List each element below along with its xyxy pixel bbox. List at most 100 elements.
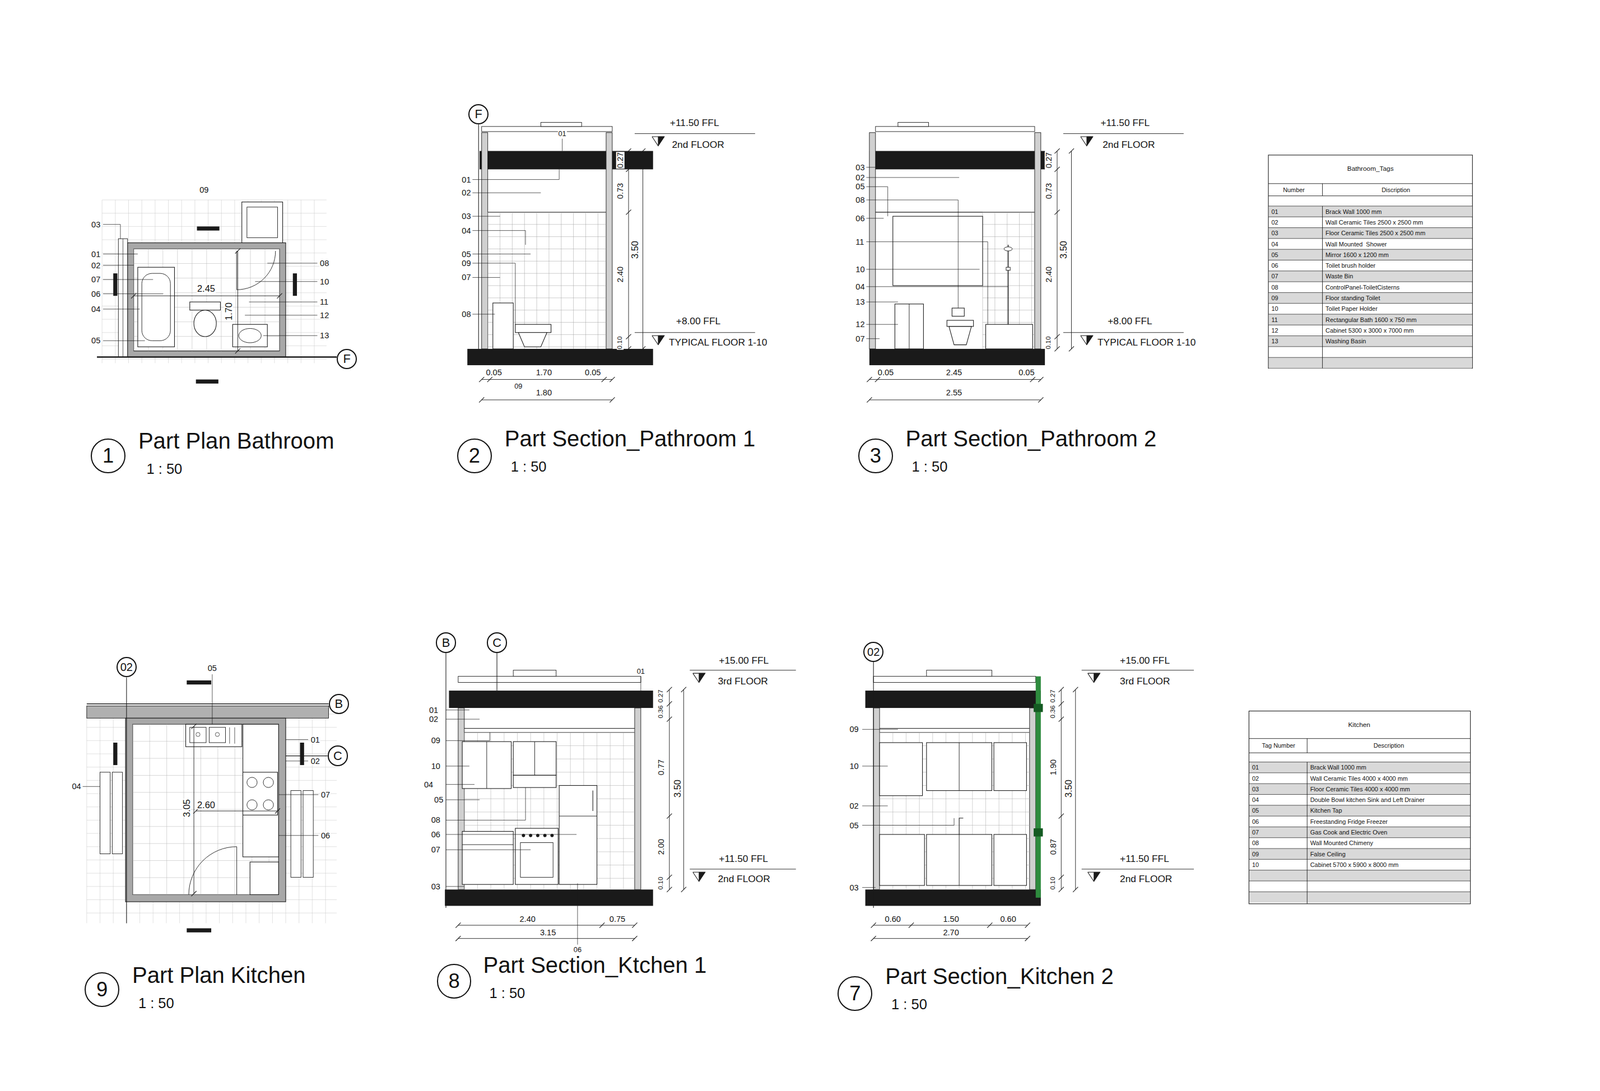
table-cell: Kitchen [1347, 722, 1370, 729]
tile-grid [487, 261, 607, 262]
leader-line [103, 308, 141, 310]
level-line [634, 332, 756, 333]
dimension-line [869, 399, 1041, 400]
tile-grid [610, 732, 611, 890]
scale-label: 1 : 50 [510, 459, 548, 475]
dimension-tick [625, 148, 631, 154]
floor-slab [479, 151, 654, 170]
drain [196, 732, 200, 737]
grid-line [126, 677, 127, 924]
room-floor [133, 248, 280, 351]
wall [869, 132, 876, 350]
leader-line [263, 335, 318, 337]
table-cell: Wall Mounted Chimeny [1310, 840, 1374, 847]
floor-slab [444, 889, 654, 906]
annotation-label: 3rd FLOOR [1119, 676, 1171, 687]
view-title: Part Section_Kitchen 2 [884, 965, 1115, 988]
tile-grid [133, 248, 280, 250]
upper-cabinet [993, 742, 1027, 792]
table-rule [1248, 794, 1471, 795]
sink-bowl [208, 727, 226, 743]
annotation-label: +15.00 FFL [718, 656, 770, 667]
annotation-label: 05 [854, 182, 865, 192]
toilet-bowl [193, 310, 217, 337]
tile-grid [982, 261, 1035, 262]
annotation-label: 2nd FLOOR [1101, 140, 1156, 150]
table-rule [1268, 238, 1473, 239]
shower [1007, 244, 1009, 325]
annotation-label: 03 [430, 882, 441, 892]
leader-line [862, 887, 876, 888]
annotation-label: 2.70 [942, 928, 960, 937]
annotation-label: 09 [848, 725, 859, 734]
wall [1029, 708, 1036, 890]
tile-grid [132, 860, 279, 862]
view-title: Part Plan Bathroom [137, 429, 336, 453]
level-line [1081, 670, 1194, 671]
dimension-tick [631, 922, 637, 928]
tile-grid [86, 714, 87, 924]
annotation-label: +15.00 FFL [1119, 656, 1171, 667]
view-title: Part Plan Kitchen [131, 964, 307, 987]
grid-bubble: B [328, 694, 350, 715]
hob [243, 772, 278, 816]
table-rule [1268, 292, 1473, 293]
dimension-tick [131, 293, 137, 299]
table-rule [1268, 270, 1473, 272]
floor-slab [448, 690, 653, 709]
annotation-label: 07 [430, 845, 441, 855]
table-cell: False Ceiling [1310, 850, 1346, 858]
tile-grid [879, 798, 1030, 800]
table-cell: 07 [1252, 829, 1259, 836]
table-rule [1268, 346, 1473, 347]
table-cell: Mirror 1600 x 1200 mm [1325, 251, 1389, 258]
dimension-line [133, 295, 280, 297]
table-cell: 06 [1271, 262, 1279, 269]
wall [127, 242, 286, 357]
view-title: Part Section_Ktchen 1 [482, 954, 708, 977]
counter [243, 724, 279, 858]
dimension-text: 1.90 [1048, 759, 1058, 776]
dimension-text: 0.73 [616, 182, 625, 199]
annotation-label: 0.05 [877, 368, 895, 378]
leader-line [103, 279, 153, 281]
false-ceiling [879, 732, 1030, 733]
wall [873, 708, 880, 890]
annotation-label: 10 [854, 265, 865, 274]
dimension-line [196, 811, 278, 812]
annotation-label: 13 [319, 331, 330, 341]
tile-grid [982, 224, 1035, 225]
table-cell: Gas Cook and Electric Oven [1310, 829, 1388, 836]
node-label: B [334, 698, 343, 711]
table-rule [1248, 848, 1471, 850]
grid-bubble: B [435, 632, 457, 653]
table-cell: 04 [1252, 797, 1259, 804]
control-panel [951, 308, 965, 317]
table-cell: Floor standing Toilet [1325, 295, 1380, 302]
table-cell: 03 [1252, 785, 1259, 793]
leader-line [445, 719, 480, 720]
dimension-line [869, 379, 1041, 380]
table-rule [1268, 335, 1473, 337]
tile-grid [101, 239, 327, 241]
dimension-tick [455, 936, 461, 942]
dimension-tick [455, 922, 461, 928]
dimension-line [1071, 151, 1072, 350]
dimension-text: 2.00 [657, 838, 666, 856]
dimension-tick [1054, 166, 1060, 172]
dimension-text: 0.10 [617, 335, 625, 350]
leader-line [278, 835, 319, 836]
roof-fixture [540, 122, 582, 127]
burner [263, 800, 274, 811]
dimension-tick [640, 148, 646, 154]
base-cabinet [462, 844, 514, 846]
table-row [1249, 783, 1470, 795]
dimension-text: 0.36 [657, 705, 665, 720]
node-label: 8 [448, 971, 460, 992]
tile-grid [101, 359, 327, 360]
dimension-tick [1054, 209, 1060, 215]
tile-grid [86, 913, 337, 914]
leader-line [445, 787, 526, 821]
leader-line [285, 739, 309, 741]
leader-line [866, 166, 919, 168]
